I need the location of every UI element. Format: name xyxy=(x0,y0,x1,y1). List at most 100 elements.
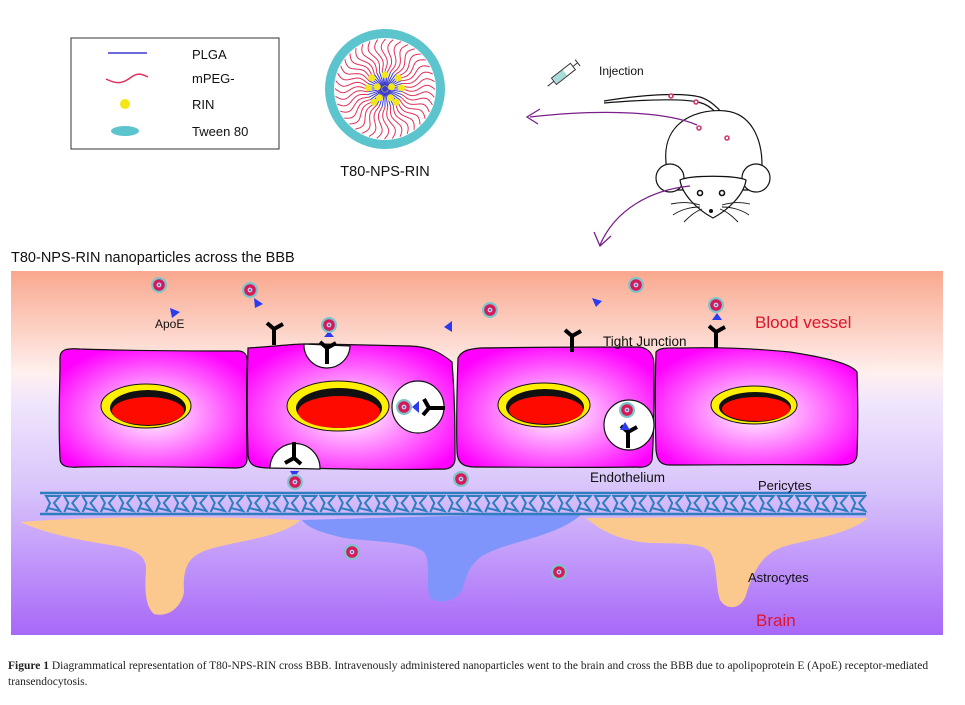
pericyte xyxy=(721,495,740,513)
rin-dot xyxy=(388,83,396,91)
pericytes-layer xyxy=(40,491,868,516)
plga-chain xyxy=(367,88,383,93)
pericyte xyxy=(556,495,575,513)
plga-chain xyxy=(370,90,383,100)
pericyte xyxy=(593,495,612,513)
apoe-triangle xyxy=(620,422,630,430)
pericyte xyxy=(208,495,228,513)
mpeg-chain xyxy=(402,84,436,92)
endothelium xyxy=(58,343,859,471)
mpeg-chain xyxy=(392,104,409,134)
mpeg-chain xyxy=(399,59,426,79)
plga-chain xyxy=(387,89,402,98)
plga-chain xyxy=(378,71,385,87)
plga-chain xyxy=(385,71,392,87)
pericyte xyxy=(574,495,594,513)
figure-label: Figure 1 xyxy=(8,660,49,672)
nanoparticle xyxy=(482,302,498,318)
rin-dot xyxy=(376,94,383,102)
mpeg-chain xyxy=(361,44,378,74)
mpeg-chain xyxy=(397,101,421,125)
mpeg-chain xyxy=(389,106,403,137)
pericyte xyxy=(483,495,502,513)
pericyte xyxy=(739,495,758,513)
astrocyte xyxy=(302,514,582,602)
mpeg-chain xyxy=(340,65,370,82)
nanoparticle xyxy=(321,317,337,333)
mpeg-chain xyxy=(361,104,378,134)
astrocyte xyxy=(586,517,868,608)
mpeg-chain xyxy=(397,53,421,77)
pericyte xyxy=(373,495,392,513)
pericytes-label: Pericytes xyxy=(758,478,812,493)
mpeg-chain xyxy=(349,101,373,125)
pericyte xyxy=(611,495,630,513)
pericyte xyxy=(117,495,136,513)
pericyte xyxy=(703,495,722,513)
pericyte xyxy=(99,495,118,513)
plga-chain xyxy=(368,89,383,98)
mpeg-chain xyxy=(382,106,390,140)
rin-dot xyxy=(381,71,389,79)
mpeg-chain xyxy=(376,106,383,139)
nucleus xyxy=(710,385,798,425)
plga-chain xyxy=(367,89,383,96)
plga-chain xyxy=(387,90,400,100)
brain-label: Brain xyxy=(756,611,796,630)
mpeg-chain xyxy=(374,39,384,72)
mpeg-chain xyxy=(367,41,381,72)
apoe-triangle xyxy=(254,298,263,308)
mpeg-chain xyxy=(335,80,368,87)
syringe-icon xyxy=(547,59,581,87)
pericyte xyxy=(520,495,539,513)
rin-dot xyxy=(398,84,405,92)
mpeg-chain xyxy=(400,65,430,82)
pericyte xyxy=(684,495,703,513)
pericyte xyxy=(465,495,484,513)
mpeg-chain xyxy=(334,86,368,94)
plga-chain xyxy=(374,74,384,87)
nanoparticle xyxy=(619,402,635,418)
rin-dot xyxy=(387,94,394,102)
rin-cores xyxy=(365,71,405,106)
plga-core xyxy=(382,86,388,92)
apoe-triangle xyxy=(412,401,419,413)
pericyte xyxy=(282,495,301,513)
mpeg-chain xyxy=(402,78,435,88)
pericyte xyxy=(227,495,246,513)
transcytosis-vesicles xyxy=(269,340,655,470)
pericyte xyxy=(245,495,264,513)
plga-chain xyxy=(386,74,396,87)
rin-dot xyxy=(370,98,378,106)
pericyte xyxy=(501,495,520,513)
nanoparticle xyxy=(551,564,567,580)
pericyte xyxy=(135,495,154,513)
plga-chain xyxy=(387,89,403,96)
apoe-triangle xyxy=(592,298,602,307)
peg-plga-chains xyxy=(334,38,436,140)
pericyte xyxy=(190,495,209,513)
nucleus xyxy=(497,382,591,428)
nanoparticle xyxy=(344,544,360,560)
plga-chain xyxy=(384,91,389,107)
pericyte xyxy=(648,495,667,513)
legend: PLGA mPEG- RIN Tween 80 xyxy=(70,37,280,150)
mpeg-chain xyxy=(340,96,370,113)
pericyte xyxy=(629,495,649,513)
pericyte xyxy=(391,495,411,513)
mpeg-chain xyxy=(335,90,368,100)
pericyte xyxy=(80,495,100,513)
pericyte xyxy=(666,495,685,513)
astrocytes xyxy=(20,514,868,615)
figure-caption: Figure 1 Diagrammatical representation o… xyxy=(8,658,958,690)
mpeg-chain xyxy=(337,72,369,84)
nanoparticle xyxy=(628,277,644,293)
rin-dot xyxy=(368,74,376,82)
pericyte xyxy=(794,495,813,513)
pericyte xyxy=(263,495,283,513)
nucleus xyxy=(100,383,192,429)
rin-symbol xyxy=(120,99,130,109)
vesicle xyxy=(603,399,655,451)
rin-dot xyxy=(373,83,381,91)
mpeg-chain xyxy=(392,44,409,74)
